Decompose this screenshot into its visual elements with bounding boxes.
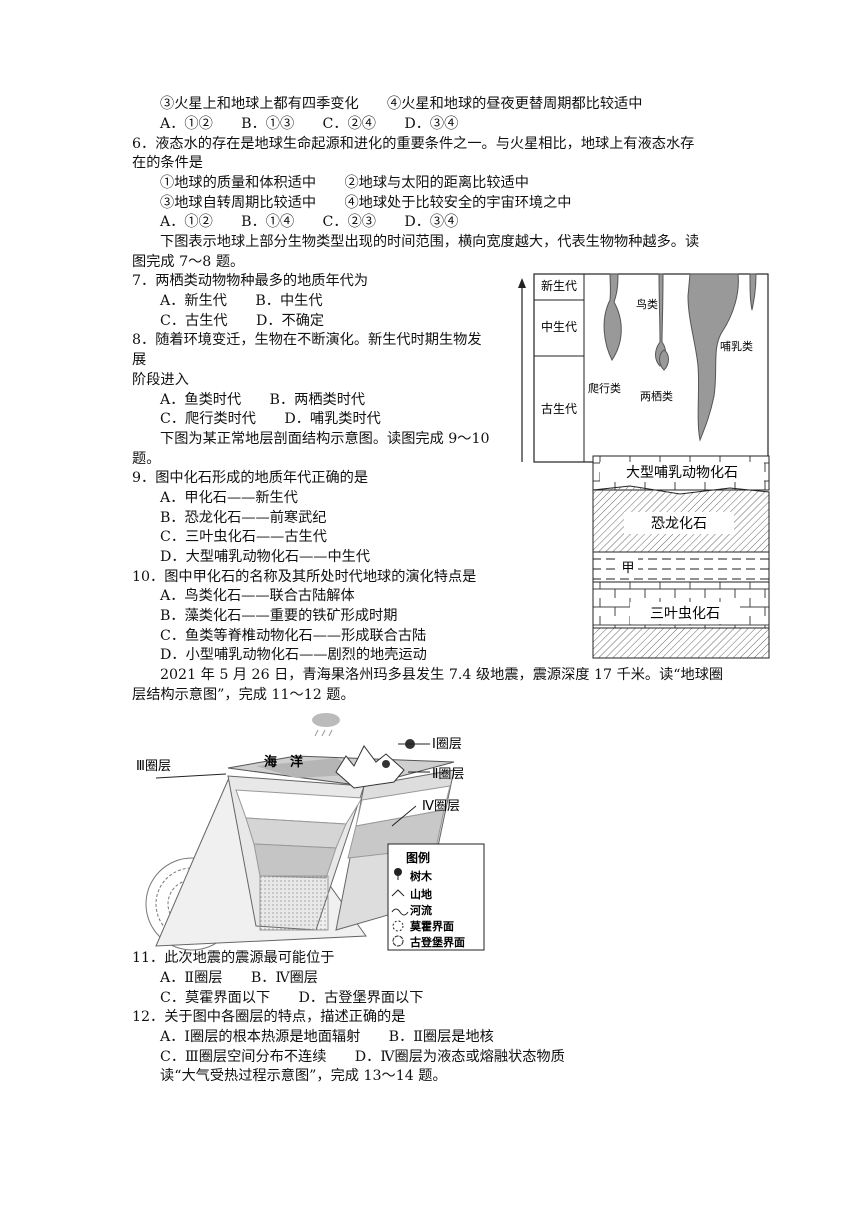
text-line-l34: C．莫霍界面以下 D．古登堡界面以下 [160, 990, 424, 1006]
mammal-range-shape [687, 273, 739, 442]
text-line-l16: A．鱼类时代 B．两栖类时代 [160, 392, 366, 408]
organism-range-figure: 新生代 中生代 古生代 鸟类 哺乳类 爬行类 两栖类 [518, 273, 769, 463]
sphere-2-label: Ⅱ圈层 [432, 767, 464, 782]
text-line-l28: C．鱼类等脊椎动物化石——形成联合古陆 [160, 628, 427, 644]
sphere-1-label: Ⅰ圈层 [432, 737, 462, 752]
text-line-l06: ③地球自转周期比较适中 ④地球处于比较安全的宇宙环境之中 [160, 195, 572, 211]
legend-tree-icon [394, 868, 402, 880]
text-line-l35: 12．关于图中各圈层的特点，描述正确的是 [132, 1009, 406, 1025]
text-line-l26: A．鸟类化石——联合古陆解体 [160, 588, 355, 604]
text-line-l14: 展 [132, 352, 147, 368]
bird-range-shape [603, 273, 622, 361]
text-line-l25: 10．图中甲化石的名称及其所处时代地球的演化特点是 [132, 569, 477, 585]
era-cenozoic: 新生代 [541, 278, 577, 293]
text-line-l10: 7．两栖类动物物种最多的地质年代为 [132, 273, 369, 289]
text-line-l18: 下图为某正常地层剖面结构示意图。读图完成 9～10 [160, 431, 490, 447]
strata-section-figure: 大型哺乳动物化石 恐龙化石 甲 三叶虫化石 [592, 455, 770, 659]
text-line-l22: B．恐龙化石——前寒武纪 [160, 510, 327, 526]
text-line-l27: B．藻类化石——重要的铁矿形成时期 [160, 608, 398, 624]
text-line-l02: A．①② B．①③ C．②④ D．③④ [160, 116, 459, 132]
legend-box [387, 843, 485, 951]
text-line-l20: 9．图中化石形成的地质年代正确的是 [132, 470, 369, 486]
text-line-l05: ①地球的质量和体积适中 ②地球与太阳的距离比较适中 [160, 175, 529, 191]
legend-mountain: 山地 [410, 887, 432, 901]
cloud-icon [312, 713, 340, 727]
text-line-l32: 11．此次地震的震源最可能位于 [132, 950, 335, 966]
ocean-label: 海 洋 [264, 754, 303, 770]
text-line-l04: 在的条件是 [132, 155, 203, 171]
legend-tree: 树木 [410, 869, 433, 883]
text-line-l17: C．爬行类时代 D．哺乳类时代 [160, 411, 381, 427]
era-mesozoic: 中生代 [541, 319, 577, 334]
earth-spheres-figure: 海 洋 Ⅰ圈层 Ⅱ圈层 Ⅲ圈层 Ⅳ圈层 图例 树木 山地 河流 莫霍界面 古登堡… [136, 713, 485, 951]
legend-mountain-icon [391, 889, 405, 897]
text-line-l38: 读“大气受热过程示意图”，完成 13～14 题。 [160, 1068, 447, 1084]
text-line-l11: A．新生代 B．中生代 [160, 293, 323, 309]
tail-range-shape [749, 273, 757, 311]
text-line-l12: C．古生代 D．不确定 [160, 313, 325, 329]
text-line-l08: 下图表示地球上部分生物类型出现的时间范围，横向宽度越大，代表生物物种越多。读 [160, 234, 700, 250]
text-line-l09: 图完成 7～8 题。 [132, 254, 245, 270]
text-line-l30: 2021 年 5 月 26 日，青海果洛州玛多县发生 7.4 级地震，震源深度 … [160, 667, 724, 683]
legend-gutenberg: 古登堡界面 [410, 935, 465, 949]
legend-moho-icon [392, 920, 404, 932]
sphere-4-label: Ⅳ圈层 [422, 799, 460, 814]
amphibian-range-shape [659, 349, 669, 371]
label-amphibian: 两栖类 [640, 389, 673, 403]
label-mammal: 哺乳类 [720, 339, 753, 353]
legend-moho: 莫霍界面 [409, 919, 454, 933]
text-line-l33: A．Ⅱ圈层 B．Ⅳ圈层 [160, 970, 318, 986]
text-line-l03: 6．液态水的存在是地球生命起源和进化的重要条件之一。与火星相比，地球上有液态水存 [132, 136, 695, 152]
layer-jia: 甲 [621, 561, 634, 576]
layer-trilobite: 三叶虫化石 [650, 606, 720, 622]
legend-gutenberg-icon [392, 935, 404, 947]
text-line-l31: 层结构示意图”，完成 11～12 题。 [132, 687, 355, 703]
label-reptile: 爬行类 [588, 381, 621, 395]
legend-river: 河流 [410, 903, 432, 917]
small-range-shape [655, 273, 667, 367]
text-line-l07: A．①② B．①④ C．②③ D．③④ [160, 214, 459, 230]
mountain-icon [335, 745, 405, 789]
text-line-l23: C．三叶虫化石——古生代 [160, 529, 327, 545]
layer-dinosaur: 恐龙化石 [651, 516, 707, 532]
text-line-l36: A．Ⅰ圈层的根本热源是地面辐射 B．Ⅱ圈层是地核 [160, 1029, 494, 1045]
text-line-l21: A．甲化石——新生代 [160, 490, 298, 506]
sphere-3-label: Ⅲ圈层 [136, 759, 171, 774]
layer-large-mammal: 大型哺乳动物化石 [626, 465, 738, 481]
text-line-l13: 8．随着环境变迁，生物在不断演化。新生代时期生物发 [132, 332, 482, 348]
text-line-l01: ③火星上和地球上都有四季变化 ④火星和地球的昼夜更替周期都比较适中 [160, 96, 643, 112]
label-bird: 鸟类 [636, 297, 658, 311]
era-paleozoic: 古生代 [541, 401, 577, 416]
legend-river-icon [391, 908, 409, 916]
text-line-l15: 阶段进入 [132, 372, 189, 388]
text-line-l19: 题。 [132, 451, 161, 467]
text-line-l24: D．大型哺乳动物化石——中生代 [160, 549, 371, 565]
text-line-l37: C．Ⅲ圈层空间分布不连续 D．Ⅳ圈层为液态或熔融状态物质 [160, 1049, 565, 1065]
text-line-l29: D．小型哺乳动物化石——剧烈的地壳运动 [160, 647, 427, 663]
legend-title: 图例 [406, 850, 430, 865]
